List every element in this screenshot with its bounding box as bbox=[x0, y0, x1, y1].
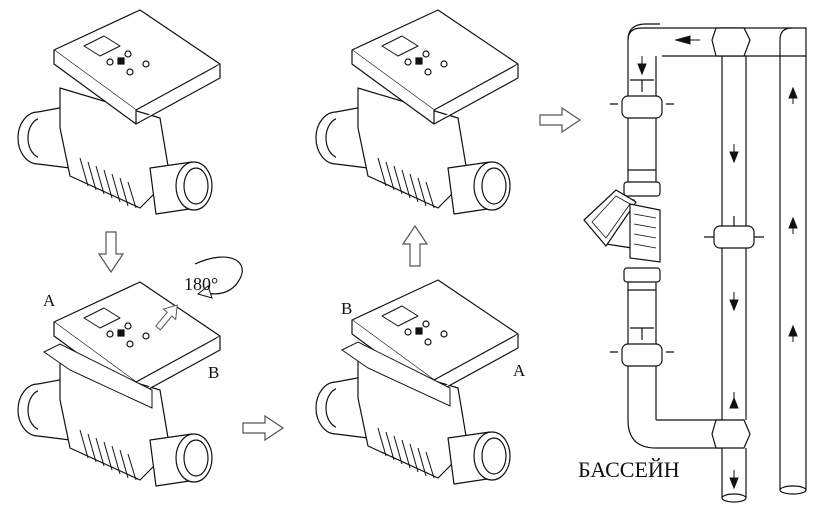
ball-valve-icon bbox=[610, 79, 674, 119]
up-arrow-icon bbox=[402, 225, 428, 267]
label-a-step3: A bbox=[513, 361, 526, 380]
rotate-arrow-icon bbox=[194, 256, 243, 299]
flow-arrow-icon bbox=[637, 35, 798, 490]
label-b-step3: B bbox=[341, 299, 352, 318]
device-step1 bbox=[17, 9, 221, 215]
device-step3 bbox=[315, 279, 519, 485]
device-step2 bbox=[17, 281, 221, 487]
label-b-step2: B bbox=[208, 363, 219, 382]
installed-device bbox=[583, 181, 661, 283]
label-a-step2: A bbox=[43, 291, 56, 310]
right-arrow-icon bbox=[539, 107, 581, 133]
pool-label: БАССЕЙН bbox=[578, 457, 680, 482]
diagonal-arrow-icon bbox=[154, 304, 178, 331]
device-step4 bbox=[315, 9, 519, 215]
down-arrow-icon bbox=[98, 231, 124, 273]
ball-valve-icon bbox=[704, 216, 764, 249]
ball-valve-icon bbox=[610, 327, 674, 367]
right-arrow-icon bbox=[242, 415, 284, 441]
rotation-label: 180° bbox=[184, 274, 218, 294]
